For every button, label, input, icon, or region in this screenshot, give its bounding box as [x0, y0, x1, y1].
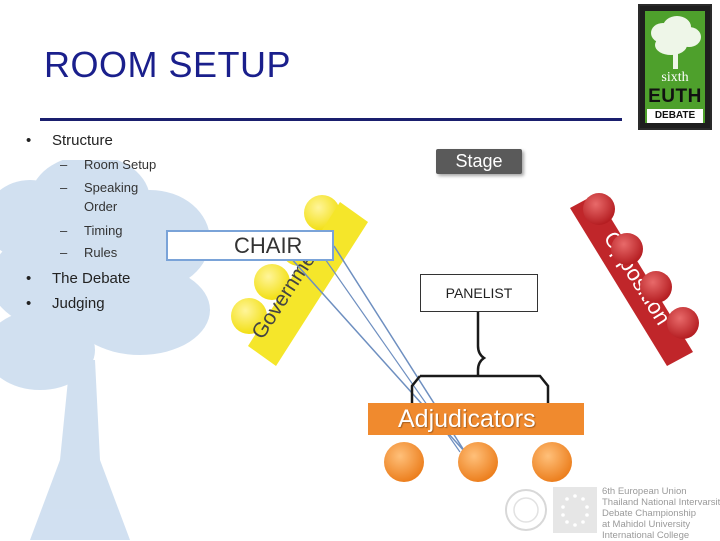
- dash-marker: –: [60, 180, 68, 195]
- government-speaker-seat: [231, 298, 267, 334]
- euth-debate-logo: sixth EUTH DEBATE: [638, 4, 712, 130]
- title-divider: [40, 118, 622, 121]
- footer-line: 6th European Union: [602, 486, 687, 497]
- logo-text-debate: DEBATE: [647, 109, 703, 123]
- footer-credits: 6th European Union Thailand National Int…: [602, 486, 720, 541]
- government-speaker-seat: [254, 264, 290, 300]
- opposition-speaker-seat: [640, 271, 672, 303]
- background-tree-image: [0, 160, 210, 540]
- panelist-label: PANELIST: [420, 274, 538, 312]
- bullet-the-debate: The Debate: [52, 270, 131, 287]
- government-table: [248, 202, 368, 366]
- footer-line: Debate Championship: [602, 508, 697, 519]
- sub-item-room-setup: Room Setup: [84, 157, 157, 172]
- panelist-bracket: [476, 312, 487, 376]
- chair-label: CHAIR: [234, 233, 303, 258]
- tree-icon: [651, 16, 701, 69]
- opposition-table: [570, 194, 693, 366]
- dash-marker: –: [60, 245, 68, 260]
- panelist-bracket: [420, 374, 550, 404]
- opposition-speaker-seat: [667, 307, 699, 339]
- panelist-bracket: [410, 375, 421, 404]
- adjudicators-table: [368, 403, 584, 435]
- chair-table: [166, 230, 334, 261]
- adjudicators-label: Adjudicators: [398, 405, 536, 433]
- slide-title: ROOM SETUP: [44, 44, 292, 85]
- bullet-structure: Structure: [52, 132, 113, 149]
- dash-marker: –: [60, 223, 68, 238]
- logo-text-euth: EUTH: [648, 86, 702, 107]
- opposition-speaker-seat: [611, 233, 643, 265]
- stage-label: Stage: [436, 149, 522, 174]
- footer-line: Thailand National Intervarsity: [602, 497, 720, 508]
- bullet-marker: •: [26, 295, 32, 312]
- opposition-speaker-seat: [583, 193, 615, 225]
- sub-item-order: Order: [84, 199, 118, 214]
- footer-line: at Mahidol University: [602, 519, 691, 530]
- sub-item-timing: Timing: [84, 223, 123, 238]
- sub-item-rules: Rules: [84, 245, 118, 260]
- sub-item-speaking: Speaking: [84, 180, 139, 195]
- bullet-judging: Judging: [52, 295, 105, 312]
- bullet-marker: •: [26, 132, 32, 149]
- dash-marker: –: [60, 157, 68, 172]
- footer-line: International College: [602, 530, 690, 541]
- logo-text-sixth: sixth: [661, 70, 689, 85]
- bullet-marker: •: [26, 270, 32, 287]
